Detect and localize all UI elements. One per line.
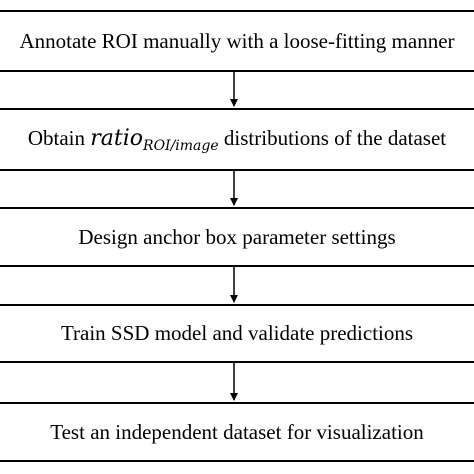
ratio-formula: ratioROI/image bbox=[90, 125, 219, 154]
step-obtain-ratio-label: Obtain ratioROI/image distributions of t… bbox=[28, 126, 446, 154]
step-design-anchor: Design anchor box parameter settings bbox=[0, 207, 474, 267]
step-annotate-roi: Annotate ROI manually with a loose-fitti… bbox=[0, 10, 474, 72]
step-annotate-roi-label: Annotate ROI manually with a loose-fitti… bbox=[19, 28, 455, 53]
ratio-formula-subscript: ROI/image bbox=[143, 137, 219, 154]
step-train-ssd: Train SSD model and validate predictions bbox=[0, 304, 474, 363]
step-obtain-ratio-suffix: distributions of the dataset bbox=[218, 125, 447, 150]
step-train-ssd-label: Train SSD model and validate predictions bbox=[60, 321, 414, 345]
step-obtain-ratio-prefix: Obtain bbox=[27, 125, 91, 150]
step-test-dataset-label: Test an independent dataset for visualiz… bbox=[50, 419, 424, 444]
ratio-formula-base: ratio bbox=[90, 125, 144, 151]
step-test-dataset: Test an independent dataset for visualiz… bbox=[0, 402, 474, 462]
step-obtain-ratio: Obtain ratioROI/image distributions of t… bbox=[0, 108, 474, 171]
step-design-anchor-label: Design anchor box parameter settings bbox=[78, 224, 396, 249]
